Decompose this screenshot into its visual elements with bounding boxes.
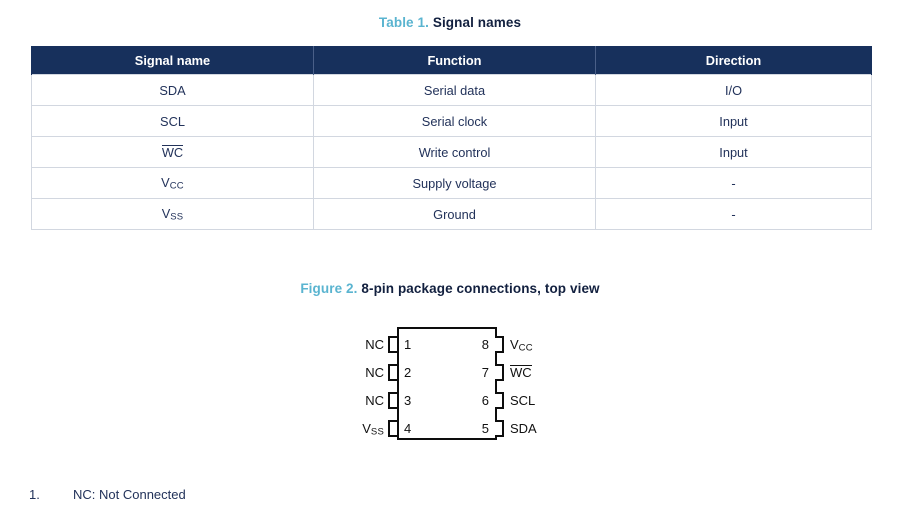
figure-caption-title: 8-pin package connections, top view	[361, 281, 600, 296]
pin-tab-right-7	[495, 364, 504, 381]
pin-label-8: VCC	[510, 337, 533, 354]
cell-function: Serial clock	[313, 105, 596, 137]
pin-tab-left-3	[388, 392, 397, 409]
cell-function: Ground	[313, 198, 596, 230]
pin-tab-left-1	[388, 336, 397, 353]
pin-tab-right-8	[495, 336, 504, 353]
subscript-text: SS	[370, 426, 384, 438]
cell-function: Write control	[313, 136, 596, 168]
cell-direction: -	[595, 167, 872, 199]
pin-number-7: 7	[481, 365, 489, 380]
cell-direction: Input	[595, 105, 872, 137]
cell-direction: Input	[595, 136, 872, 168]
pin-label-3: NC	[365, 393, 384, 408]
pin-label-6: SCL	[510, 393, 536, 408]
footnote-number: 1.	[29, 487, 40, 502]
cell-signal-name: SDA	[31, 74, 314, 106]
footnote-text: NC: Not Connected	[73, 487, 186, 502]
figure-caption: Figure 2. 8-pin package connections, top…	[0, 281, 900, 296]
pin-label-2: NC	[365, 365, 384, 380]
cell-function: Supply voltage	[313, 167, 596, 199]
pin-tab-right-5	[495, 420, 504, 437]
column-header-signal-name: Signal name	[31, 46, 314, 75]
subscript-text: SS	[170, 211, 184, 223]
column-header-direction: Direction	[595, 46, 872, 75]
pin-label-5: SDA	[510, 421, 537, 436]
table-caption: Table 1. Signal names	[0, 15, 900, 30]
pin-tab-right-6	[495, 392, 504, 409]
overline-text: WC	[510, 365, 532, 380]
subscript-text: CC	[518, 342, 533, 354]
table-caption-title: Signal names	[432, 15, 522, 30]
pin-label-1: NC	[365, 337, 384, 352]
pin-number-2: 2	[404, 365, 412, 380]
cell-signal-name: WC	[31, 136, 314, 168]
pin-tab-left-4	[388, 420, 397, 437]
pin-label-4: VSS	[362, 421, 384, 438]
cell-signal-name: VCC	[31, 167, 314, 199]
pin-number-6: 6	[481, 393, 489, 408]
pin-number-8: 8	[481, 337, 489, 352]
figure-caption-label: Figure 2.	[300, 281, 358, 296]
pin-number-1: 1	[404, 337, 412, 352]
table-header-row: Signal name Function Direction	[31, 46, 872, 75]
subscript-text: CC	[169, 180, 184, 192]
table-caption-label: Table 1.	[378, 15, 429, 30]
pin-number-5: 5	[481, 421, 489, 436]
cell-signal-name: SCL	[31, 105, 314, 137]
cell-function: Serial data	[313, 74, 596, 106]
pin-label-7: WC	[510, 364, 532, 381]
pin-tab-left-2	[388, 364, 397, 381]
cell-direction: -	[595, 198, 872, 230]
cell-direction: I/O	[595, 74, 872, 106]
pin-number-3: 3	[404, 393, 412, 408]
package-body-outline	[397, 327, 497, 440]
footnote: 1. NC: Not Connected	[29, 487, 186, 502]
overline-text: WC	[161, 144, 184, 160]
column-header-function: Function	[313, 46, 596, 75]
cell-signal-name: VSS	[31, 198, 314, 230]
pin-number-4: 4	[404, 421, 412, 436]
